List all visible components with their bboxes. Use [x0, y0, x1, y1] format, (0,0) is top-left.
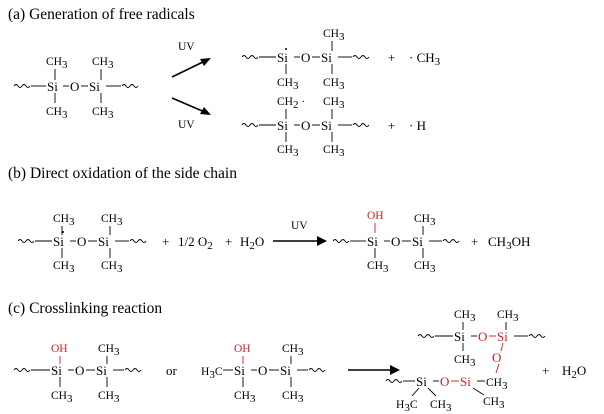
plus-sign: +	[388, 50, 395, 65]
ch2-radical: CH2 ·	[277, 96, 305, 111]
reactant-b-siloxane: Si O Si	[17, 213, 147, 275]
uv-label-top: UV	[178, 41, 195, 53]
section-a-title: (a) Generation of free radicals	[8, 6, 195, 23]
si-atom: Si	[51, 363, 62, 378]
si-atom: Si	[277, 50, 288, 65]
uv-label-bottom: UV	[178, 119, 195, 131]
product-b-silanol: OH Si O Si	[332, 210, 460, 275]
si-atom: Si	[89, 79, 100, 94]
si-atom: Si	[416, 374, 427, 389]
hydroxyl-group: OH	[234, 343, 251, 355]
crosslink-si-atom: Si	[497, 329, 508, 344]
section-b-title: (b) Direct oxidation of the side chain	[8, 165, 237, 182]
si-atom: Si	[321, 118, 332, 133]
half-oxygen: 1/2 O2	[178, 234, 213, 252]
product-a2-methylene-radical: CH2 · Si O Si	[241, 96, 370, 159]
o-atom: O	[75, 363, 84, 378]
section-c-title: (c) Crosslinking reaction	[8, 300, 162, 317]
reactant-c2-silanol: OH H3C Si O Si	[201, 343, 326, 405]
bridging-o-atom: O	[478, 329, 487, 344]
or-label: or	[166, 363, 178, 378]
h3c-group: H3C	[396, 399, 418, 414]
si-atom: Si	[280, 363, 291, 378]
si-atom: Si	[454, 329, 465, 344]
crosslink-si-atom: Si	[460, 374, 471, 389]
o-atom: O	[258, 363, 267, 378]
hydrogen-radical: · H	[409, 118, 426, 133]
reactant-a-siloxane: Si O Si	[13, 56, 139, 121]
o-atom: O	[301, 118, 310, 133]
si-atom: Si	[98, 234, 109, 249]
uv-label-b: UV	[291, 220, 308, 232]
o-atom: O	[70, 79, 79, 94]
si-atom: Si	[367, 234, 378, 249]
o-atom: O	[391, 234, 400, 249]
reactant-c1-silanol: OH Si O Si	[13, 343, 142, 405]
bridging-o-atom: O	[440, 374, 449, 389]
hydroxyl-group: OH	[367, 210, 384, 222]
si-atom: Si	[47, 79, 58, 94]
si-atom: Si	[53, 234, 64, 249]
si-atom: Si	[412, 234, 423, 249]
arrow-right-c	[348, 365, 400, 375]
water: H2O	[562, 363, 586, 381]
arrow-right-b	[273, 236, 327, 246]
methyl-radical: · CH3	[409, 50, 441, 68]
bridging-o-atom: O	[492, 350, 501, 365]
si-atom: Si	[234, 363, 245, 378]
h3c-group: H3C	[201, 366, 223, 381]
o-atom: O	[301, 50, 310, 65]
si-atom: Si	[321, 50, 332, 65]
hydroxyl-group: OH	[51, 343, 68, 355]
si-atom: Si	[277, 118, 288, 133]
plus-sign: +	[225, 234, 232, 249]
plus-sign: +	[471, 234, 478, 249]
product-c-crosslinked-network: Si O Si O Si O Si H3C	[385, 309, 546, 414]
arrow-down-right	[171, 97, 211, 115]
o-atom: O	[77, 234, 86, 249]
plus-sign: +	[542, 363, 549, 378]
product-a1-silyl-radical: Si O Si	[241, 28, 370, 92]
si-atom: Si	[96, 363, 107, 378]
arrow-up-right	[171, 58, 211, 78]
water: H2O	[240, 234, 264, 252]
plus-sign: +	[162, 234, 169, 249]
plus-sign: +	[388, 118, 395, 133]
methanol: CH3OH	[488, 234, 530, 252]
